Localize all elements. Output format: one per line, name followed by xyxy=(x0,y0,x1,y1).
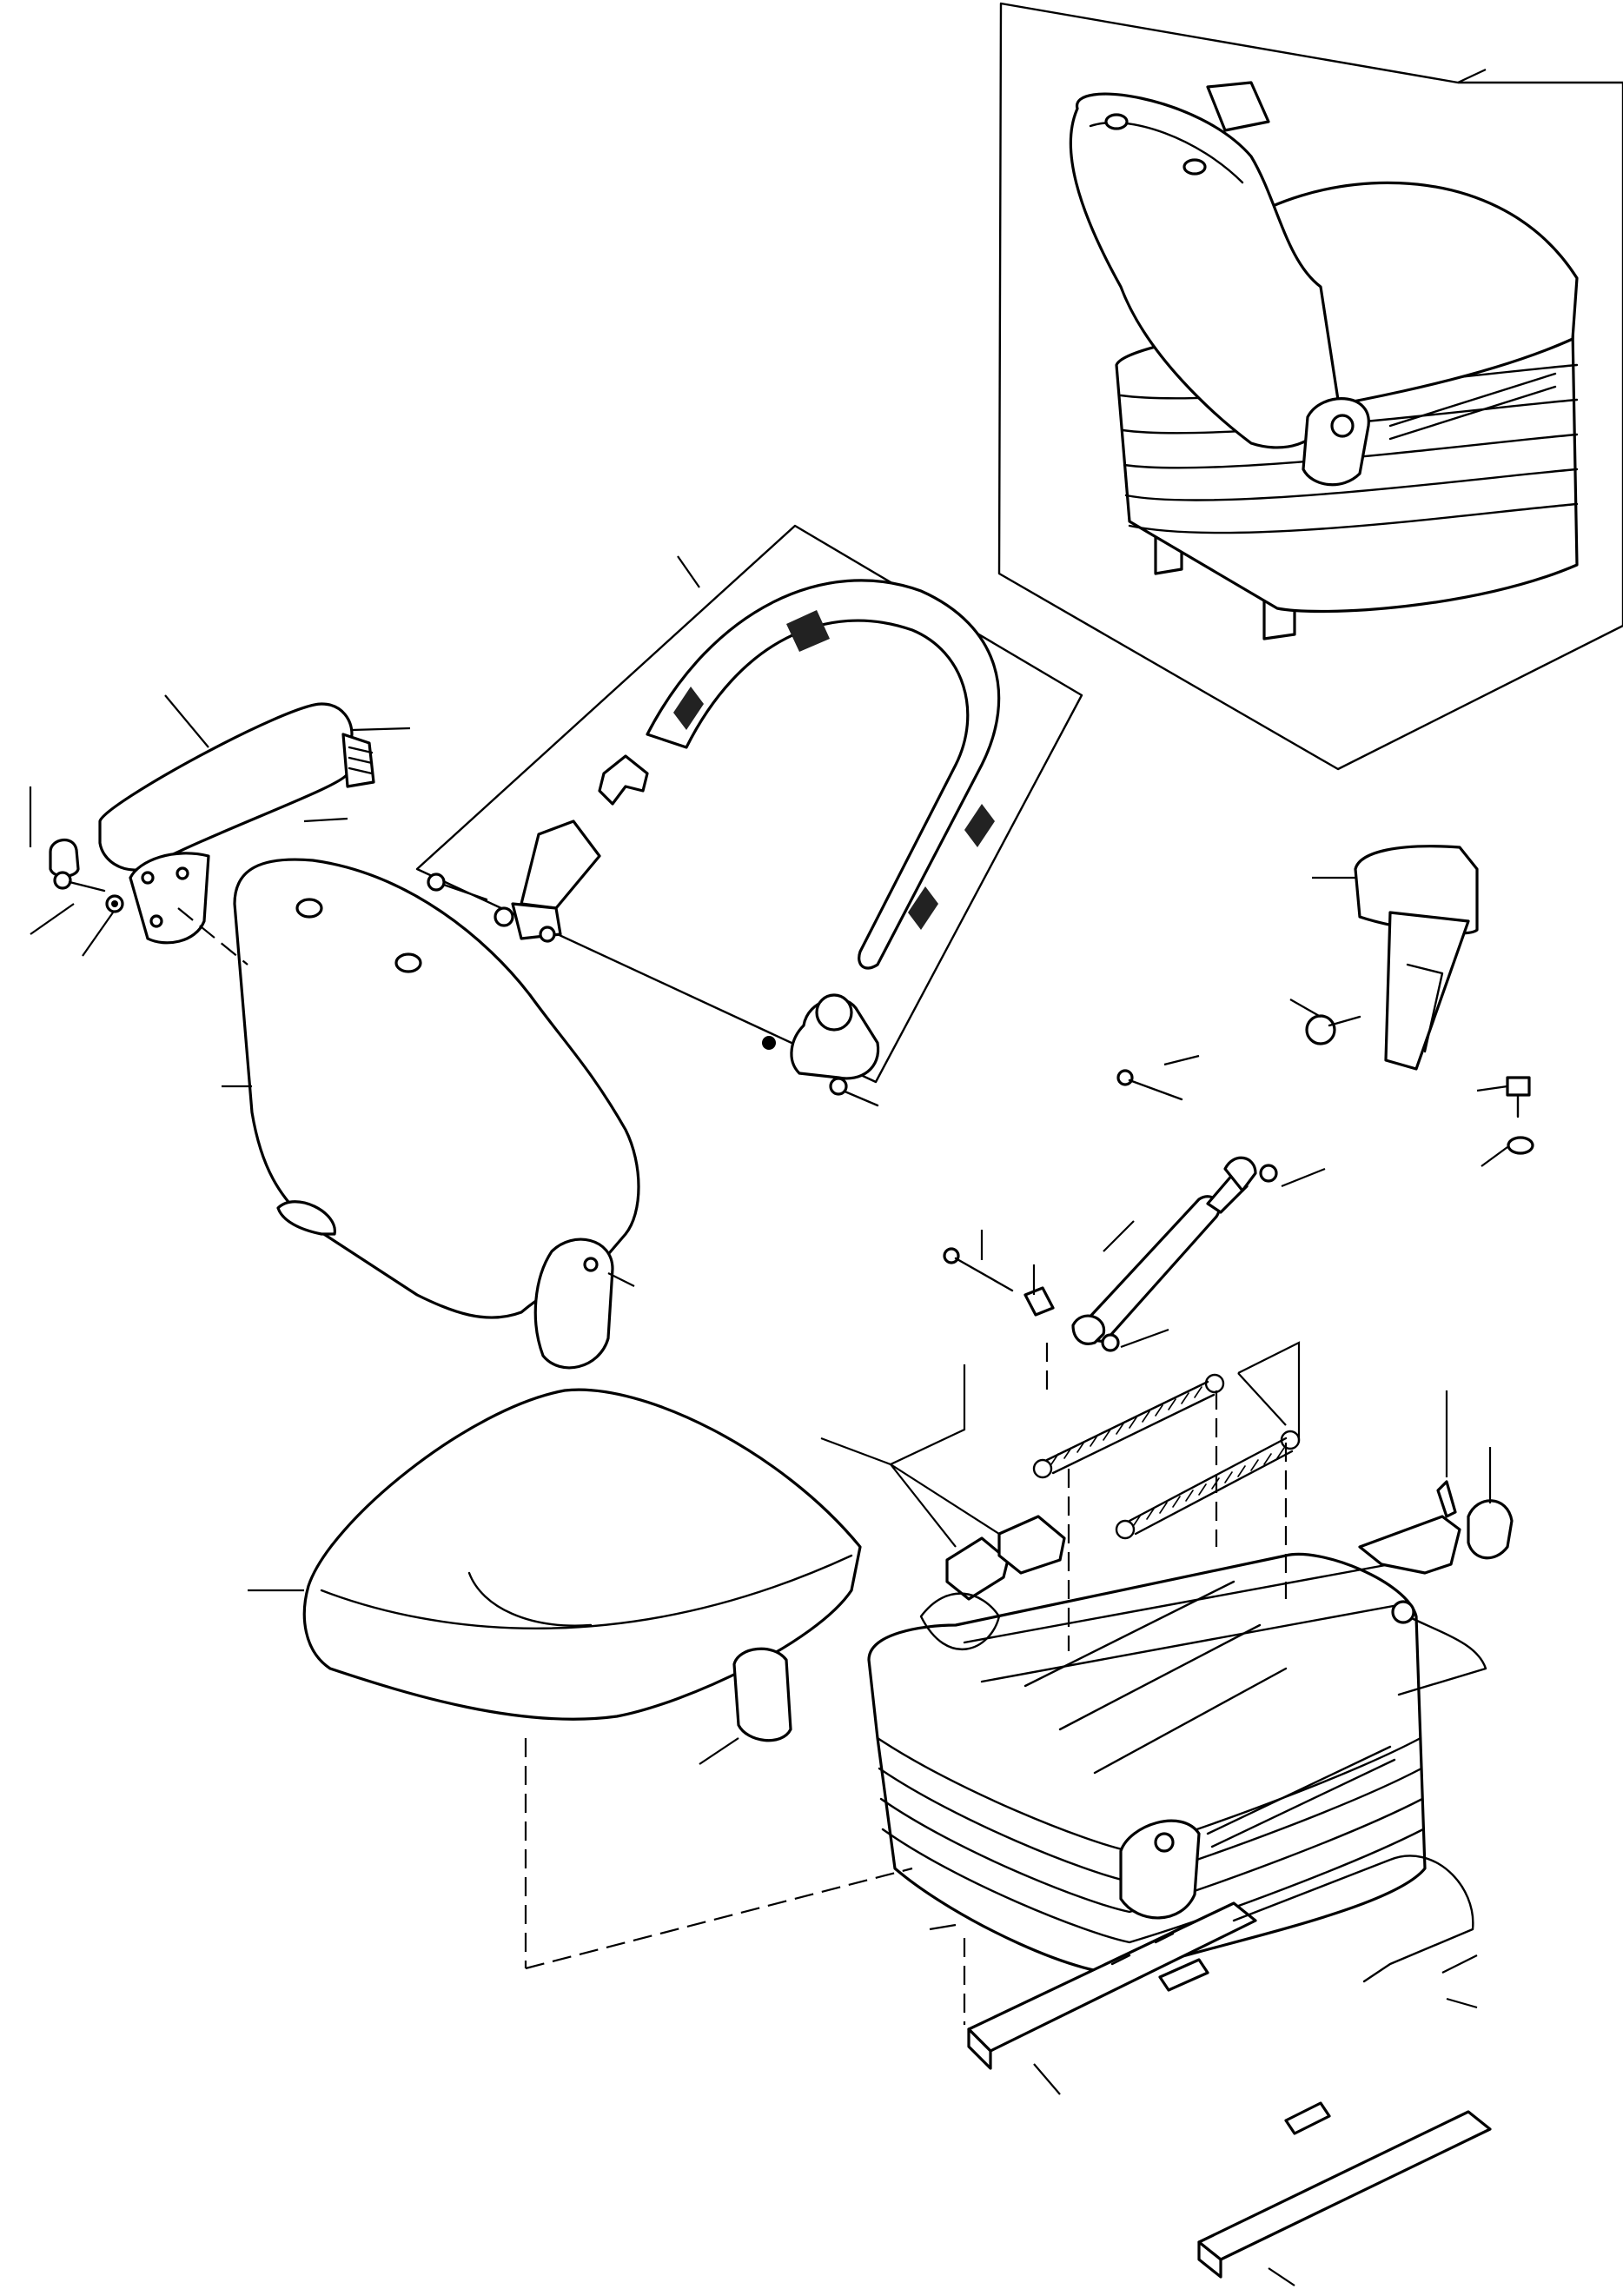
damper-bolt-upper xyxy=(1116,1069,1183,1101)
complete-seat-inset xyxy=(997,2,1623,771)
backrest xyxy=(233,858,640,1370)
seat-belt-strap xyxy=(598,579,1001,970)
retractor xyxy=(762,993,880,1080)
seat-cushion xyxy=(302,1388,862,1721)
damper xyxy=(1071,1156,1278,1345)
armrest-cap xyxy=(49,839,80,878)
assembly-lines xyxy=(177,907,1288,2025)
height-adjust-knob xyxy=(1358,1480,1514,1575)
belt-anchor-bolt-set xyxy=(427,873,879,1107)
tension-spring-lower xyxy=(1115,1430,1301,1540)
suspension-base xyxy=(867,1553,1427,1975)
seat-belt-kit xyxy=(415,524,1083,1107)
right-armrest xyxy=(1354,845,1479,1071)
tension-spring-upper xyxy=(1032,1373,1225,1479)
complete-seat xyxy=(1069,81,1579,640)
belt-buckle xyxy=(511,820,601,940)
height-adjust-handle xyxy=(1391,1600,1487,1696)
callout-leaders xyxy=(29,69,1508,2286)
left-armrest xyxy=(98,702,375,945)
armrest-bolt xyxy=(53,871,124,913)
small-screw-and-washer xyxy=(1506,1076,1534,1155)
slide-rail-left xyxy=(967,1901,1257,2070)
guide-block-pair xyxy=(945,1515,1066,1601)
cushion-clip xyxy=(732,1647,792,1742)
slide-rail-right xyxy=(1197,2101,1492,2279)
slide-rail-handle xyxy=(1232,1855,1474,1983)
seat-belt-frame xyxy=(415,524,1083,1084)
adjustment-knob xyxy=(1305,1014,1361,1045)
damper-bolt-lower xyxy=(943,1247,1120,1352)
